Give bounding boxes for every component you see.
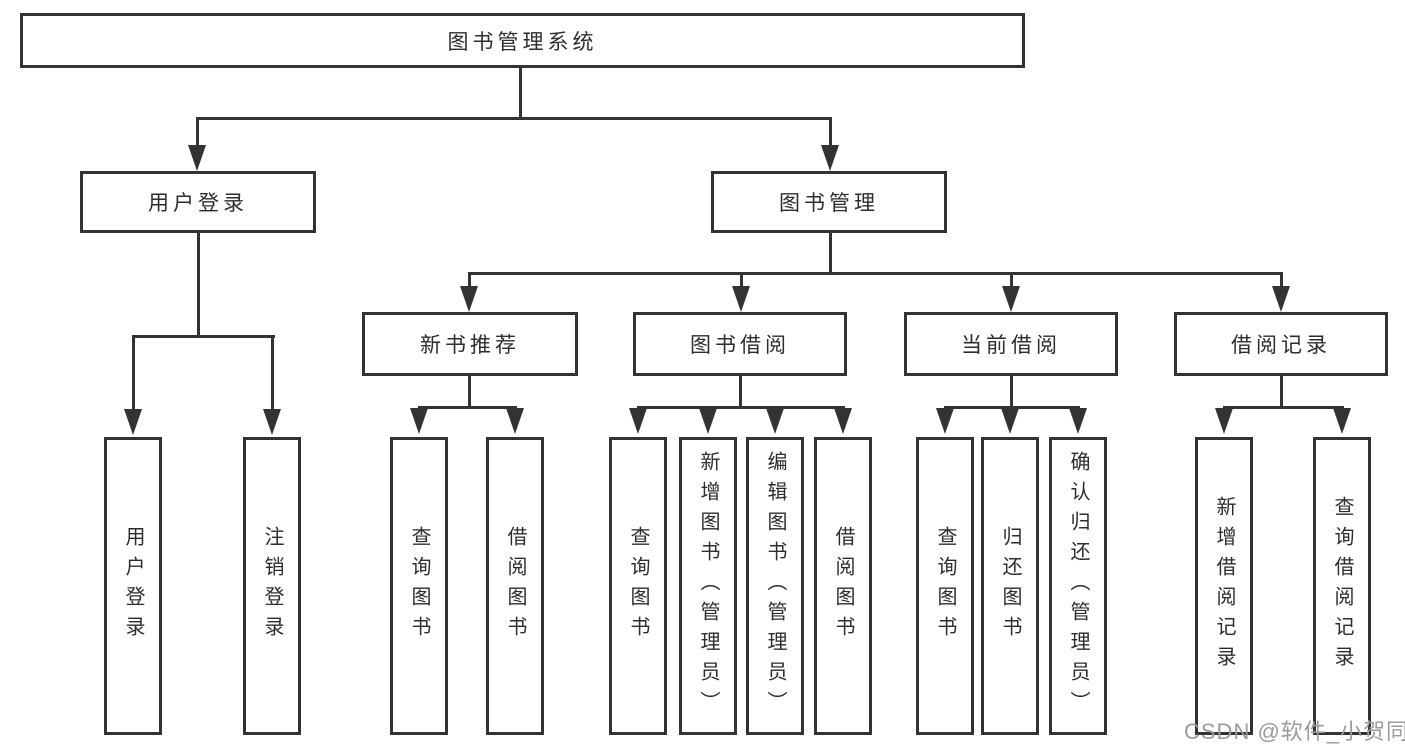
node-library-management-system: 图书管理系统: [20, 13, 1025, 68]
arrowhead-current-borrow: [1002, 286, 1020, 312]
arrowhead-current-borrow-child-2: [1001, 408, 1019, 434]
leaf-logout: 注销登录: [243, 437, 301, 735]
arrowhead-book-borrow: [732, 286, 750, 312]
node-label: 图书管理系统: [447, 30, 598, 54]
connector-new-book-vertical: [468, 375, 471, 408]
leaf-label: 注销登录: [261, 526, 283, 646]
connector-current-borrow-horizontal: [944, 406, 1080, 409]
connector-stub-current-borrow: [1010, 272, 1013, 292]
csdn-watermark: CSDN @软件_小贺同学: [1184, 714, 1405, 746]
connector-user-login-vertical: [197, 233, 200, 337]
leaf-query-book-recommend: 查询图书: [390, 437, 448, 735]
arrowhead-book-management: [821, 145, 839, 171]
connector-borrow-record-vertical: [1280, 375, 1283, 408]
connector-root-vertical: [519, 68, 522, 118]
connector-book-borrow-vertical: [739, 375, 742, 408]
leaf-query-borrow-record: 查询借阅记录: [1313, 437, 1371, 735]
connector-user-login-horizontal: [132, 335, 275, 338]
connector-book-management-vertical: [829, 233, 832, 275]
arrowhead-current-borrow-child-3: [1069, 408, 1087, 434]
connector-stub-borrow-record: [1280, 272, 1283, 292]
connector-book-borrow-horizontal: [637, 406, 845, 409]
leaf-borrow-book: 借阅图书: [814, 437, 872, 735]
arrowhead-borrow-record-child-2: [1333, 408, 1351, 434]
arrowhead-user-login: [188, 145, 206, 171]
leaf-user-login: 用户登录: [104, 437, 162, 735]
leaf-label: 用户登录: [122, 526, 144, 646]
leaf-label: 查询图书: [408, 526, 430, 646]
leaf-label: 查询借阅记录: [1331, 496, 1353, 676]
leaf-label: 新增借阅记录: [1213, 496, 1235, 676]
connector-stub-book-management: [829, 117, 832, 150]
connector-borrow-record-horizontal: [1223, 406, 1344, 409]
leaf-return-book: 归还图书: [981, 437, 1039, 735]
arrowhead-book-borrow-child-1: [629, 408, 647, 434]
connector-current-borrow-vertical: [1010, 375, 1013, 408]
node-user-login: 用户登录: [80, 171, 316, 233]
connector-stub-user-login: [196, 117, 199, 150]
arrowhead-current-borrow-child-1: [936, 408, 954, 434]
leaf-label: 查询图书: [627, 526, 649, 646]
connector-root-horizontal: [196, 117, 832, 120]
node-book-borrow: 图书借阅: [633, 312, 847, 376]
arrowhead-new-book-child-1: [410, 408, 428, 434]
leaf-query-book-borrow: 查询图书: [609, 437, 667, 735]
node-borrow-record: 借阅记录: [1174, 312, 1388, 376]
node-book-management: 图书管理: [711, 171, 947, 233]
node-label: 图书借阅: [690, 334, 790, 357]
arrowhead-book-borrow-child-3: [766, 408, 784, 434]
arrowhead-borrow-record-child-1: [1215, 408, 1233, 434]
leaf-label: 查询图书: [934, 526, 956, 646]
node-label: 图书管理: [779, 192, 879, 215]
leaf-label: 借阅图书: [504, 526, 526, 646]
arrowhead-book-borrow-child-2: [699, 408, 717, 434]
connector-stub-book-borrow: [740, 272, 743, 292]
watermark-text: CSDN @软件_小贺同: [1184, 719, 1405, 744]
leaf-label: 新增图书（管理员）: [697, 451, 719, 721]
connector-stub-leaf-logout: [271, 335, 274, 411]
leaf-add-borrow-record: 新增借阅记录: [1195, 437, 1253, 735]
leaf-label: 编辑图书（管理员）: [764, 451, 786, 721]
node-label: 新书推荐: [420, 334, 520, 357]
arrowhead-borrow-record: [1272, 286, 1290, 312]
node-label: 当前借阅: [961, 334, 1061, 357]
connector-stub-leaf-user-login: [132, 335, 135, 411]
node-new-book-recommend: 新书推荐: [362, 312, 578, 376]
leaf-query-book-current: 查询图书: [916, 437, 974, 735]
connector-new-book-horizontal: [418, 406, 517, 409]
arrowhead-new-book-child-2: [506, 408, 524, 434]
leaf-add-book-admin: 新增图书（管理员）: [679, 437, 737, 735]
node-label: 借阅记录: [1231, 334, 1331, 357]
arrowhead-leaf-user-login: [124, 409, 142, 435]
leaf-borrow-book-recommend: 借阅图书: [486, 437, 544, 735]
arrowhead-new-book: [460, 286, 478, 312]
leaf-label: 确认归还（管理员）: [1067, 451, 1089, 721]
arrowhead-leaf-logout: [263, 409, 281, 435]
leaf-label: 借阅图书: [832, 526, 854, 646]
leaf-label: 归还图书: [999, 526, 1021, 646]
connector-stub-new-book: [468, 272, 471, 292]
arrowhead-book-borrow-child-4: [834, 408, 852, 434]
connector-book-management-horizontal: [468, 272, 1283, 275]
leaf-edit-book-admin: 编辑图书（管理员）: [746, 437, 804, 735]
leaf-confirm-return-admin: 确认归还（管理员）: [1049, 437, 1107, 735]
node-label: 用户登录: [148, 192, 248, 215]
node-current-borrow: 当前借阅: [904, 312, 1118, 376]
